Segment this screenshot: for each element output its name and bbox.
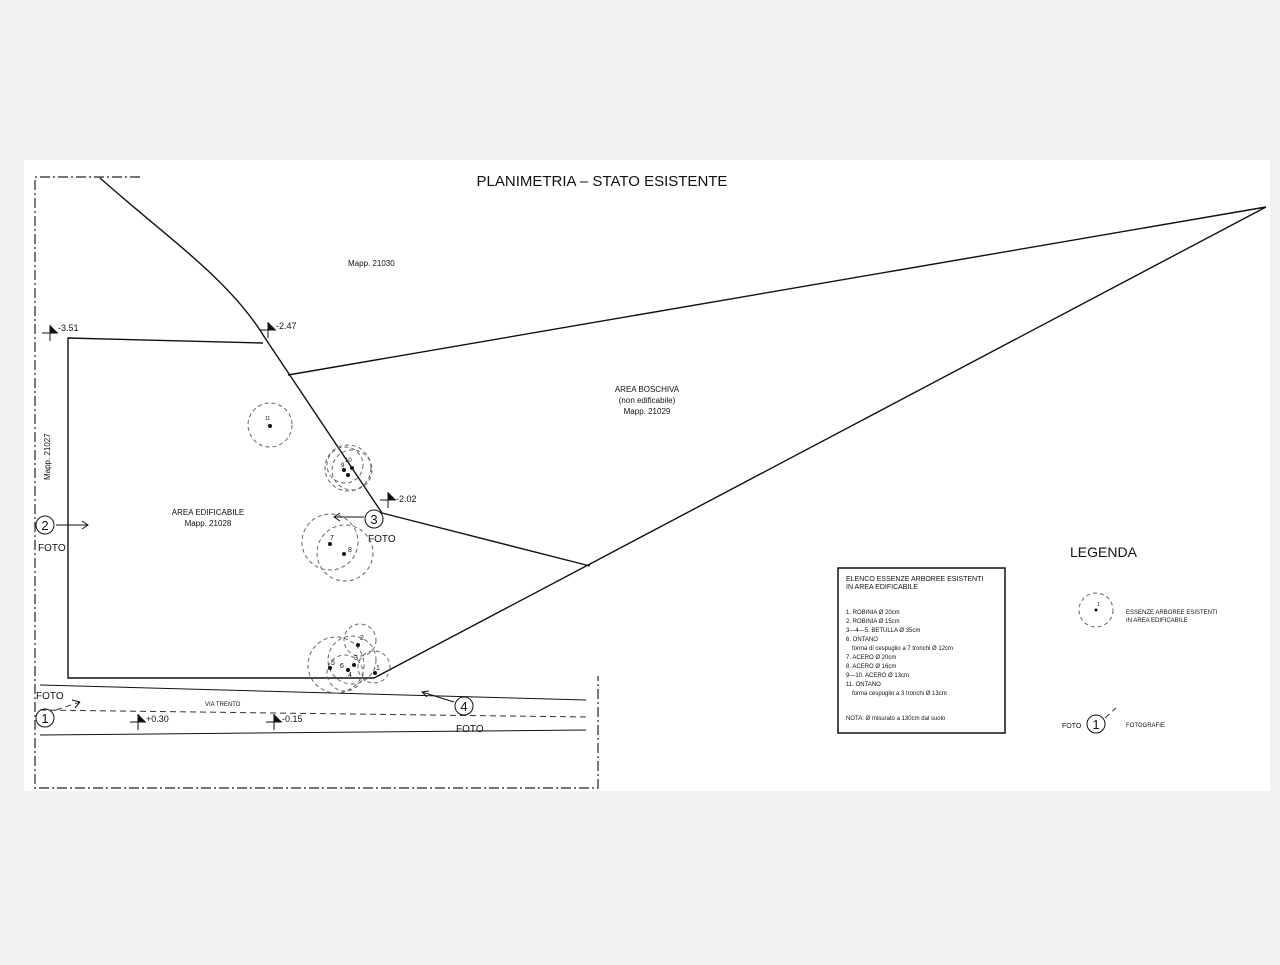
road-edge-north bbox=[39, 684, 587, 701]
tree-2-number: 2 bbox=[360, 635, 364, 642]
elevation-marker-4: +0.30 bbox=[130, 714, 169, 730]
species-item-4: 6. ONTANO bbox=[846, 637, 878, 643]
photo-point-4-label: FOTO bbox=[456, 724, 484, 735]
legend-photo-number: 1 bbox=[1092, 717, 1099, 732]
species-item-10: forma cespuglio a 3 tronchi Ø 13cm bbox=[852, 691, 947, 697]
species-item-2: 2. ROBINIA Ø 15cm bbox=[846, 619, 900, 625]
road-label: VIA TRENTO bbox=[205, 702, 241, 708]
wooded-area-parcel: Mapp. 21029 bbox=[624, 407, 671, 416]
elevation-value-2: -2.47 bbox=[276, 321, 297, 331]
legend-title: LEGENDA bbox=[1070, 544, 1138, 560]
tree-group-1-6: 1 2 3 4 5 6 bbox=[307, 623, 391, 694]
wooded-area-south-edge bbox=[373, 206, 1267, 679]
legend: LEGENDA 1 ESSENZE ARBOREE ESISTENTI IN A… bbox=[1062, 544, 1218, 734]
north-boundary-line bbox=[99, 177, 266, 339]
species-list-header-1: ELENCO ESSENZE ARBOREE ESISTENTI bbox=[846, 576, 983, 583]
drawing-sheet bbox=[24, 160, 1270, 791]
species-item-9: 11. ONTANO bbox=[846, 682, 881, 688]
wooded-area-label: AREA BOSCHIVA bbox=[615, 385, 680, 394]
species-list-box: ELENCO ESSENZE ARBOREE ESISTENTI IN AREA… bbox=[837, 567, 1006, 734]
buildable-area-boundary bbox=[67, 337, 374, 679]
elevation-marker-5: -0.15 bbox=[266, 714, 303, 730]
species-item-7: 8. ACERO Ø 16cm bbox=[846, 664, 896, 670]
elevation-marker-3: -2.02 bbox=[380, 492, 417, 508]
legend-photo-label: FOTO bbox=[1062, 723, 1082, 730]
species-item-3: 3—4—5. BETULLA Ø 35cm bbox=[846, 628, 920, 634]
buildable-area-parcel: Mapp. 21028 bbox=[185, 519, 232, 528]
wooded-area-note: (non edificabile) bbox=[619, 396, 676, 405]
elevation-value-1: -3.51 bbox=[58, 323, 79, 333]
photo-point-4: 4 FOTO bbox=[420, 690, 484, 735]
legend-tree-text-2: IN AREA EDIFICABILE bbox=[1126, 618, 1188, 624]
tree-10-number: 10 bbox=[345, 458, 352, 464]
elevation-value-5: -0.15 bbox=[282, 714, 303, 724]
species-item-5: forma di cespuglio a 7 tronchi Ø 12cm bbox=[852, 646, 953, 652]
tree-6-number: 6 bbox=[340, 663, 344, 670]
property-boundary bbox=[34, 176, 599, 789]
elevation-value-4: +0.30 bbox=[146, 714, 169, 724]
tree-9-number: 9 bbox=[341, 463, 345, 469]
species-item-6: 7. ACERO Ø 20cm bbox=[846, 655, 896, 661]
elevation-value-3: -2.02 bbox=[396, 494, 417, 504]
species-list-note: NOTA: Ø misurato a 130cm dal suolo bbox=[846, 716, 946, 722]
tree-8-number: 8 bbox=[348, 547, 352, 554]
legend-tree-text-1: ESSENZE ARBOREE ESISTENTI bbox=[1126, 610, 1218, 616]
legend-tree-symbol-number: 1 bbox=[1097, 602, 1100, 608]
photo-point-3-number: 3 bbox=[370, 512, 377, 527]
tree-11-number: 11 bbox=[265, 416, 270, 422]
tree-group-7-8: 7 8 bbox=[301, 513, 374, 582]
elevation-marker-2: -2.47 bbox=[260, 321, 297, 338]
photo-point-3: 3 FOTO bbox=[333, 509, 396, 545]
species-item-8: 9—10. ACERO Ø 13cm bbox=[846, 673, 909, 679]
species-item-1: 1. ROBINIA Ø 20cm bbox=[846, 610, 900, 616]
road-centerline bbox=[39, 709, 587, 718]
legend-photo-text: FOTOGRAFIE bbox=[1126, 723, 1165, 729]
photo-point-1-label: FOTO bbox=[36, 691, 64, 702]
parcel-division-line bbox=[264, 337, 383, 514]
elevation-marker-1: -3.51 bbox=[42, 323, 79, 341]
buildable-area-label: AREA EDIFICABILE bbox=[172, 508, 244, 517]
parcel-label-top: Mapp. 21030 bbox=[348, 259, 395, 268]
wooded-area-north-edge bbox=[287, 206, 1267, 376]
photo-point-2-label: FOTO bbox=[38, 543, 66, 554]
tree-4-number: 4 bbox=[348, 672, 352, 679]
tree-1-number: 1 bbox=[376, 665, 380, 672]
tree-7-number: 7 bbox=[330, 535, 334, 542]
photo-point-1: 1 FOTO bbox=[35, 691, 81, 728]
photo-point-2-number: 2 bbox=[41, 518, 48, 533]
drawing-title: PLANIMETRIA – STATO ESISTENTE bbox=[477, 173, 728, 190]
tree-group-9-10: 9 10 bbox=[324, 444, 373, 492]
road-edge-south bbox=[39, 729, 587, 736]
photo-point-4-number: 4 bbox=[460, 699, 467, 714]
species-list-header-2: IN AREA EDIFICABILE bbox=[846, 584, 918, 591]
wooded-area-west-edge bbox=[381, 512, 591, 567]
tree-11: 11 bbox=[247, 402, 293, 448]
photo-point-3-label: FOTO bbox=[368, 534, 396, 545]
tree-3-number: 3 bbox=[354, 655, 358, 662]
photo-point-1-number: 1 bbox=[41, 711, 48, 726]
tree-5-number: 5 bbox=[331, 660, 335, 667]
parcel-label-left: Mapp. 21027 bbox=[43, 433, 52, 480]
photo-point-2: 2 FOTO bbox=[35, 515, 89, 554]
